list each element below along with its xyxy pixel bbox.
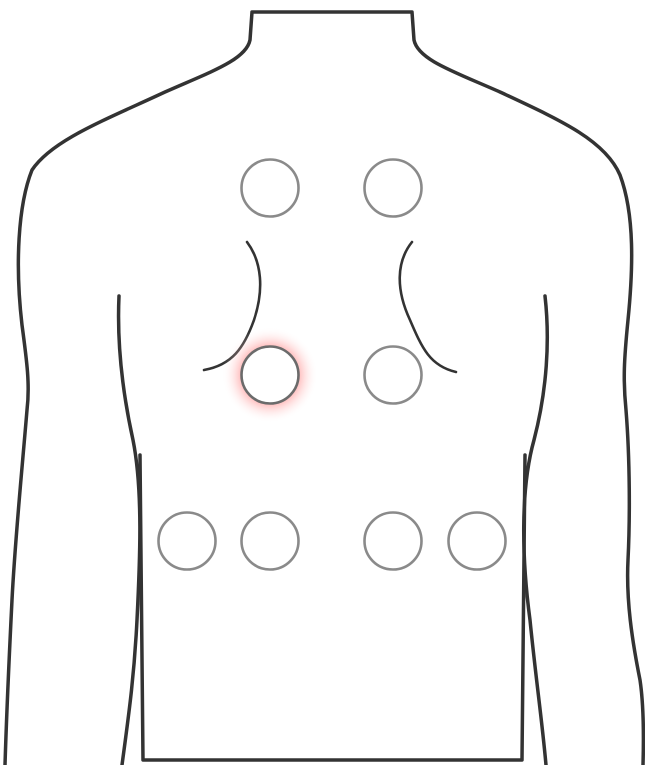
spot-upper-right[interactable] — [365, 160, 422, 217]
spot-middle-left-selected[interactable] — [242, 347, 299, 404]
spot-lower-right[interactable] — [365, 513, 422, 570]
spot-upper-left[interactable] — [242, 160, 299, 217]
waist-line — [140, 455, 525, 760]
spot-lower-left[interactable] — [242, 513, 299, 570]
body-outline — [5, 12, 643, 765]
left-arm-line — [119, 296, 140, 765]
spot-middle-right[interactable] — [365, 347, 422, 404]
spot-lower-far-right[interactable] — [449, 513, 506, 570]
right-arm-line — [524, 296, 548, 765]
spot-lower-far-left[interactable] — [159, 513, 216, 570]
